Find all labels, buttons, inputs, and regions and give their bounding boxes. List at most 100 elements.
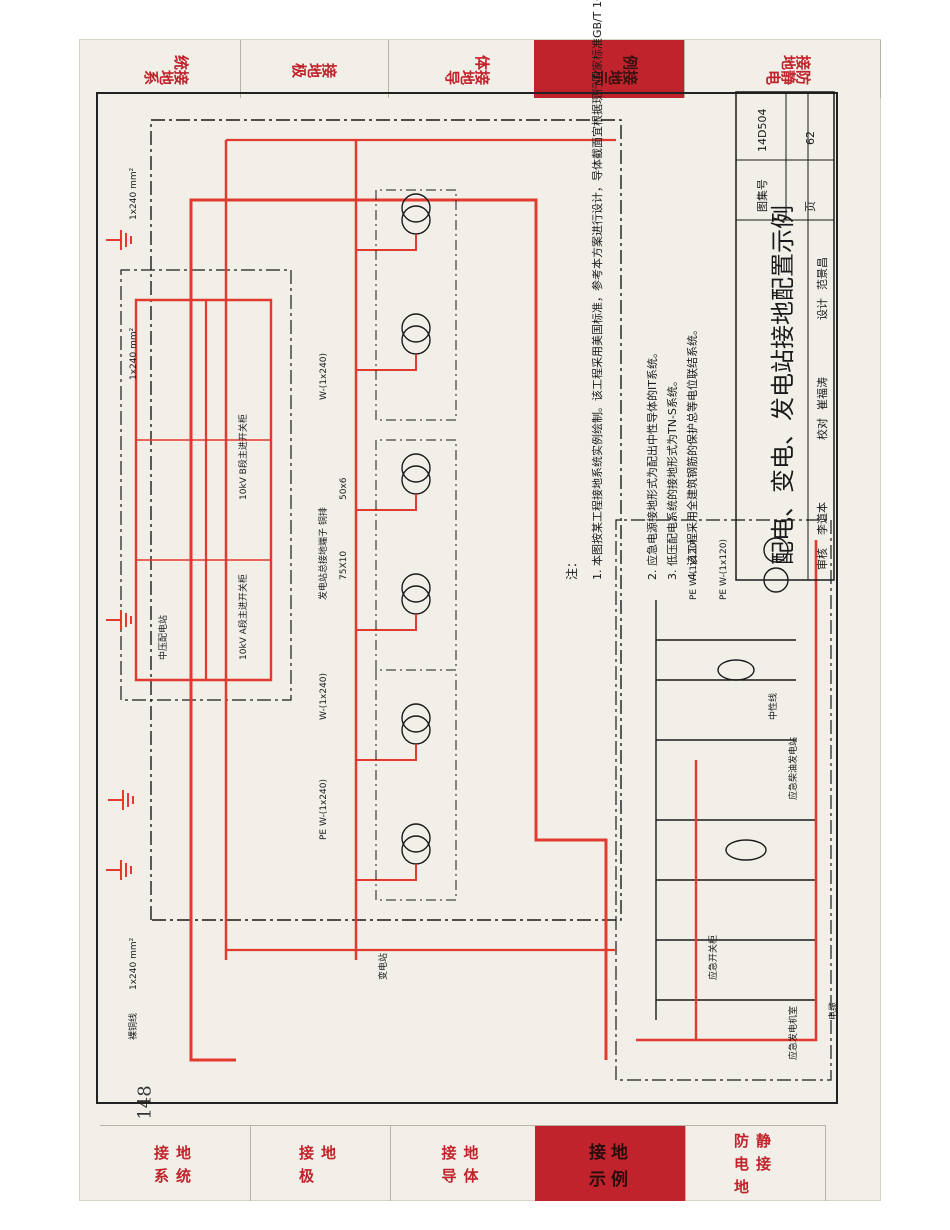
tab-char: 接 <box>299 1143 315 1162</box>
tab-grounding-example[interactable]: 接地示例 <box>535 1125 686 1201</box>
tab-grounding-system-label: 接地系统 <box>154 1142 196 1186</box>
tab-top-2[interactable]: 接地极 <box>240 40 389 98</box>
tab-grounding-conductor-label: 接地导体 <box>442 1142 484 1186</box>
review-name: 李道本 <box>815 502 829 535</box>
note-1: 1. 本图按某工程接地系统实例绘制。该工程采用美国标准，参考本方案进行设计，导体… <box>590 0 604 580</box>
label-w240: W-(1x240) <box>319 673 329 720</box>
section-tabs-bottom: 接地系统 接地极 接地导体 接地示例 防静电接地 <box>80 1125 880 1201</box>
tab-char: 地 <box>463 1143 479 1162</box>
transformer-4-secondary <box>401 453 431 483</box>
section-tabs-top: 接地系统 接地极 接地导体 接地示例 防静电接地 <box>80 40 881 98</box>
tab-char: 导 <box>441 1166 457 1185</box>
tab-grounding-system[interactable]: 接地系统 <box>100 1125 251 1201</box>
label-pe-w240: PE W-(1x240) <box>319 779 329 840</box>
label-w120: PE W-(1x120) <box>689 539 699 600</box>
transformer-6-primary <box>401 205 431 235</box>
label-substation: 变电站 <box>377 953 389 980</box>
check-label: 校对 <box>815 418 829 440</box>
tab-antistatic-grounding-label: 防静电接地 <box>734 1130 776 1197</box>
transformer-2-primary <box>401 715 431 745</box>
mv-red-vertical <box>136 439 271 561</box>
note-2: 2. 应急电源接地形式为配出中性导体的IT系统。 <box>645 347 659 580</box>
tab-char: 体 <box>463 1166 479 1185</box>
design-label: 设计 <box>816 298 829 320</box>
tab-char: 示 <box>589 1169 606 1190</box>
label-bare-wire: 裸铜线 <box>127 1013 139 1040</box>
notes-heading: 注： <box>564 556 579 580</box>
transformer-4-ground-lead <box>356 494 417 511</box>
atlas-label: 图集号 <box>755 179 769 212</box>
label-bare-240-c: 1x240 mm² <box>129 167 139 220</box>
transformer-5-secondary <box>401 313 431 343</box>
label-emergency-sw: 应急开关柜 <box>707 935 719 980</box>
title-text: 配电、变电、发电站接地配置示例 <box>769 205 797 565</box>
transformer-1-secondary <box>401 823 431 853</box>
transformer-1-ground-lead <box>356 864 417 881</box>
check-name: 崔福涛 <box>815 377 829 410</box>
label-busbar: 发电站总接地端子 铜排 <box>317 507 329 600</box>
diagram-labels: 变电站 中压配电站 10kV A段主进开关柜 10kV B段主进开关柜 发电站总… <box>127 167 839 1060</box>
tab-top-5[interactable]: 防静电接地 <box>684 40 881 98</box>
tab-char: 地 <box>321 1143 337 1162</box>
tab-char: 例 <box>611 1169 628 1190</box>
transformer-4-primary <box>401 465 431 495</box>
transformer-6-ground-lead <box>356 234 417 251</box>
tab-char: 电 <box>734 1155 750 1173</box>
atlas-no: 14D504 <box>756 109 769 152</box>
tab-grounding-example-label: 接地示例 <box>589 1138 631 1190</box>
tab-antistatic-grounding[interactable]: 防静电接地 <box>685 1125 826 1201</box>
label-gen-station: 应急柴油发电站 <box>787 737 799 800</box>
transformer-5-primary <box>401 325 431 355</box>
title-block: 配电、变电、发电站接地配置示例 图集号 14D504 页 62 审核 李道本 校… <box>735 91 835 581</box>
tab-char: 极 <box>299 1166 315 1185</box>
page-label: 页 <box>804 201 817 212</box>
drawing-frame <box>96 92 838 1104</box>
transformer-3-ground-lead <box>356 614 417 631</box>
tab-char: 接 <box>441 1143 457 1162</box>
main-ground-ring <box>189 198 608 1062</box>
transformer-2-ground-lead <box>356 744 417 761</box>
tab-char: 接 <box>756 1155 772 1173</box>
tab-grounding-electrode[interactable]: 接地极 <box>250 1125 391 1201</box>
notes-block: 注： 1. 本图按某工程接地系统实例绘制。该工程采用美国标准，参考本方案进行设计… <box>564 0 699 580</box>
label-mv-room: 中压配电站 <box>157 615 169 660</box>
tab-char: 静 <box>756 1132 772 1150</box>
tab-char: 接 <box>589 1142 606 1163</box>
label-bar-75: 75X10 <box>339 551 349 580</box>
page-no: 62 <box>804 131 817 145</box>
transformer-row <box>356 193 431 881</box>
mv-red-loop <box>134 298 273 682</box>
drawing-sheet <box>80 40 880 1200</box>
label-gen-room: 应急发电机室 <box>787 1006 799 1060</box>
tab-grounding-electrode-label: 接地极 <box>299 1142 341 1186</box>
note-3: 3. 低压配电系统的接地形式为TN-S系统。 <box>665 375 679 580</box>
label-cable: 电缆 <box>827 1002 839 1020</box>
note-4: 4. 该工程采用全建筑钢筋的保护总等电位联结系统。 <box>685 324 699 580</box>
review-label: 审核 <box>815 548 829 570</box>
tab-top-4[interactable]: 接地示例 <box>534 40 685 98</box>
label-bar-50: 50x6 <box>339 477 349 500</box>
design-name: 范景昌 <box>815 257 829 290</box>
transformer-1-primary <box>401 835 431 865</box>
label-w240-b: W-(1x240) <box>319 353 329 400</box>
label-neutral: 中性线 <box>767 693 779 720</box>
ground-electrodes <box>106 230 134 880</box>
transformer-2-secondary <box>401 703 431 733</box>
tab-char: 接 <box>154 1143 170 1162</box>
label-w120b: PE W-(1x120) <box>719 539 729 600</box>
tab-char: 防 <box>734 1132 750 1150</box>
lv-panel-boxes <box>375 189 457 901</box>
label-mv-switch-b: 10kV B段主进开关柜 <box>237 414 249 500</box>
transformer-3-secondary <box>401 573 431 603</box>
tab-char: 地 <box>734 1178 750 1196</box>
tab-char: 系 <box>154 1166 170 1185</box>
transformer-3-primary <box>401 585 431 615</box>
substation-boundary <box>150 119 622 921</box>
tab-char: 地 <box>611 1142 628 1163</box>
label-mv-switch-a: 10kV A段主进开关柜 <box>237 574 249 660</box>
transformer-5-ground-lead <box>356 354 417 371</box>
transformer-6-secondary <box>401 193 431 223</box>
tab-top-1[interactable]: 接地系统 <box>80 40 241 98</box>
gen-station-wiring <box>655 537 816 1020</box>
